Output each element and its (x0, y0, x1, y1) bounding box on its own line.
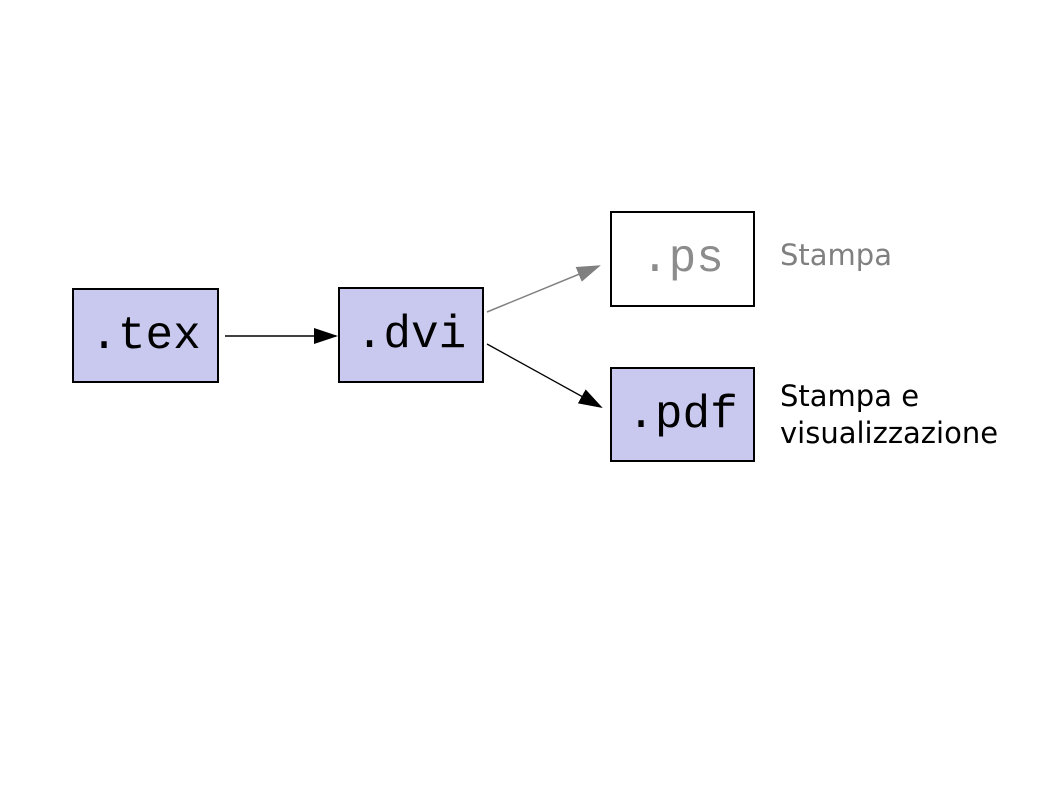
edge-dvi-to-ps-arrow (486, 265, 601, 313)
node-tex-file: .tex (72, 288, 219, 383)
node-tex-label: .tex (90, 309, 201, 362)
node-pdf-label: .pdf (627, 388, 738, 441)
node-ps-label: .ps (641, 233, 724, 285)
node-dvi-file: .dvi (338, 287, 484, 383)
annotation-pdf-stampa-visualizzazione: Stampa e visualizzazione (780, 379, 999, 450)
node-dvi-label: .dvi (355, 309, 467, 361)
edge-dvi-to-pdf-arrow (486, 343, 603, 408)
annotation-ps-stampa: Stampa (780, 238, 892, 272)
node-ps-file: .ps (610, 211, 755, 307)
node-pdf-file: .pdf (610, 367, 755, 462)
